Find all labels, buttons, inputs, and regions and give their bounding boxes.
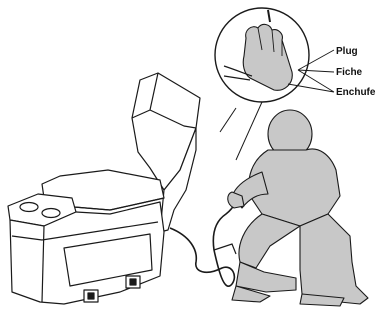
label-plug: Plug xyxy=(336,46,358,57)
recliner-chair-icon xyxy=(8,73,200,304)
label-enchufe: Enchufe xyxy=(336,87,375,98)
label-fiche: Fiche xyxy=(336,67,362,78)
person-kneeling-icon xyxy=(228,110,368,306)
callout-leader xyxy=(220,102,262,160)
hand-holding-plug-icon xyxy=(215,8,309,102)
